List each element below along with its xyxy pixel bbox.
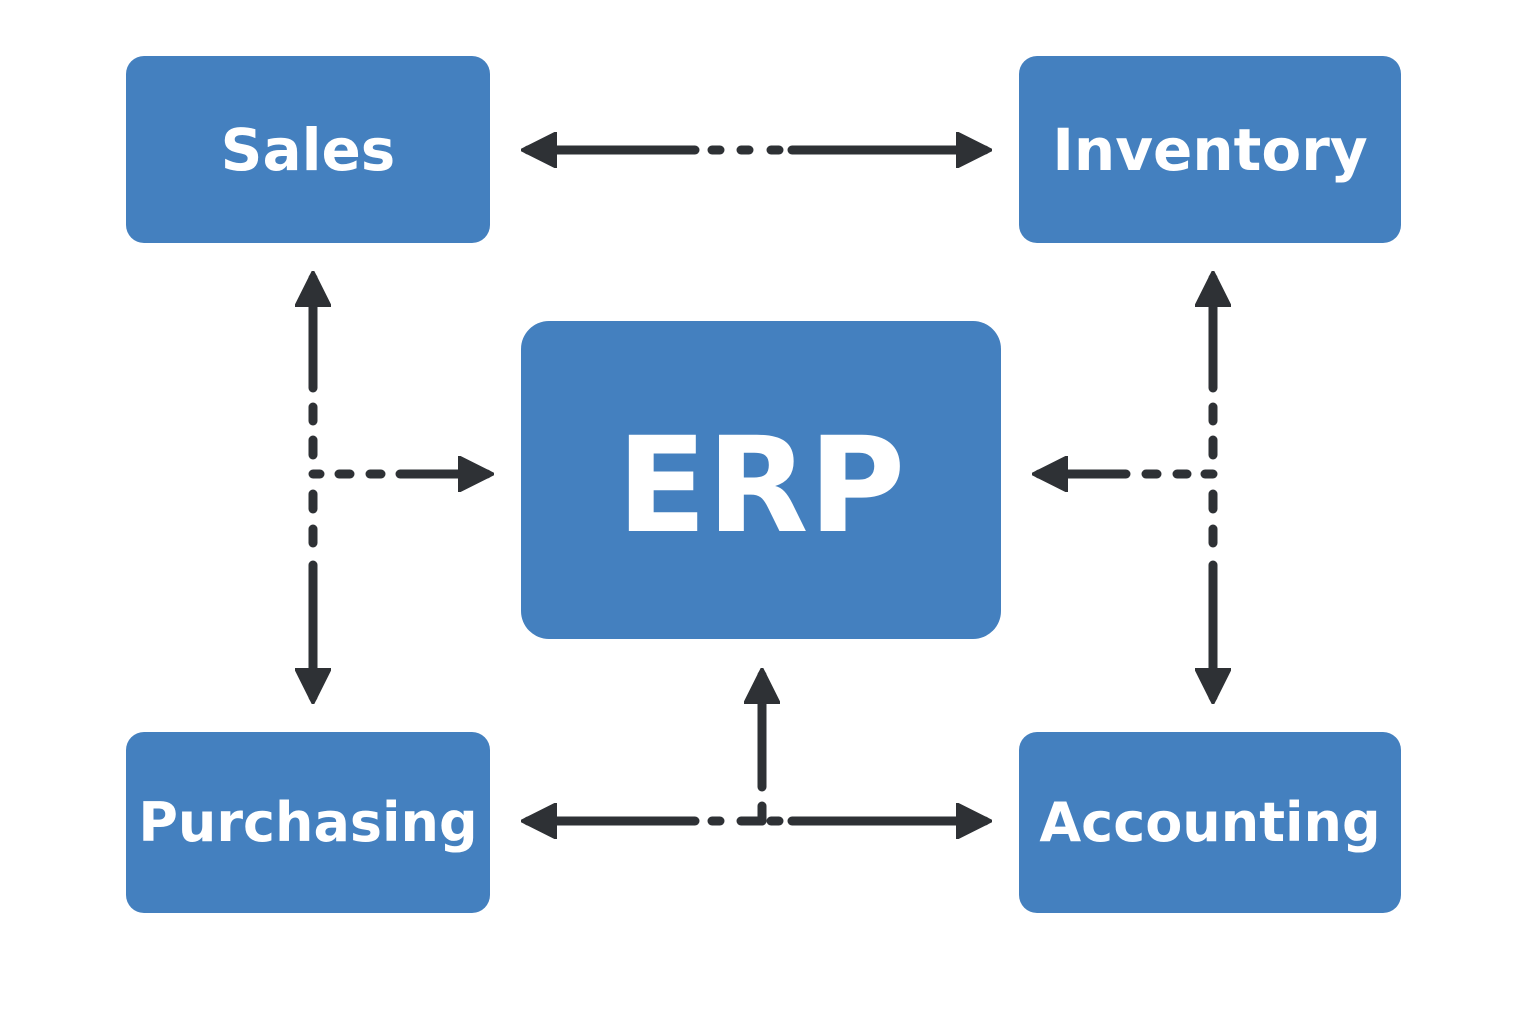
node-purchasing[interactable]: Purchasing <box>126 732 490 913</box>
node-inventory-label: Inventory <box>1052 115 1368 184</box>
edge-purchasing-accounting <box>528 801 985 821</box>
node-purchasing-label: Purchasing <box>138 791 478 854</box>
node-sales[interactable]: Sales <box>126 56 490 243</box>
node-sales-label: Sales <box>220 115 396 184</box>
node-inventory[interactable]: Inventory <box>1019 56 1401 243</box>
node-accounting[interactable]: Accounting <box>1019 732 1401 913</box>
edge-inventory-accounting <box>1205 278 1213 697</box>
node-erp[interactable]: ERP <box>521 321 1001 639</box>
node-erp-label: ERP <box>616 409 906 563</box>
edge-sales-purchasing <box>313 278 320 697</box>
node-accounting-label: Accounting <box>1039 791 1381 854</box>
